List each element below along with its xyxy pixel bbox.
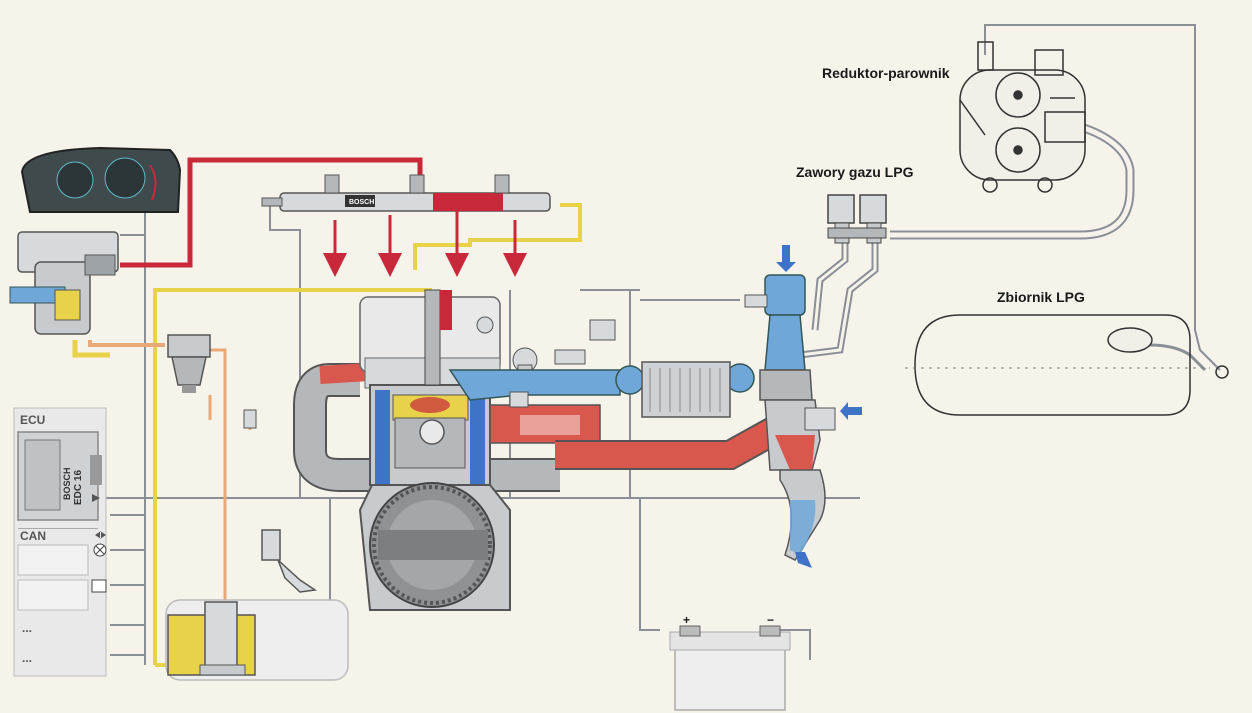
turbocharger xyxy=(744,245,862,568)
accelerator-pedal xyxy=(261,529,318,593)
egr-valve xyxy=(489,391,601,444)
lpg-tank-label: Zbiornik LPG xyxy=(997,289,1085,305)
rail-brand-label: BOSCH xyxy=(349,199,374,206)
arrow-down-icon xyxy=(795,552,812,568)
ecu-model: EDC 16 xyxy=(73,470,84,505)
fuel-tank xyxy=(165,599,349,681)
can-label: CAN xyxy=(20,529,46,543)
intake-manifold xyxy=(448,319,755,418)
gauge-cluster-icon xyxy=(20,146,182,213)
ecu-dots-2: ... xyxy=(22,651,32,665)
reducer-label: Reduktor-parownik xyxy=(822,65,950,81)
engine xyxy=(293,289,560,611)
arrow-down-icon xyxy=(776,245,796,272)
ecu-dots-1: ... xyxy=(22,621,32,635)
battery-plus: + xyxy=(683,613,690,627)
arrow-left-icon xyxy=(840,402,862,420)
lpg-valves xyxy=(827,194,887,244)
x-indicator-icon xyxy=(93,543,107,557)
exhaust-pipe xyxy=(555,416,783,470)
battery-minus: − xyxy=(767,613,774,627)
high-pressure-pump xyxy=(9,231,119,335)
fuel-temp-sensor xyxy=(243,409,257,429)
ecu-panel: ECU BOSCH EDC 16 CAN ... ... xyxy=(13,407,107,677)
fuel-filter xyxy=(167,334,211,393)
lpg-tank xyxy=(905,314,1229,416)
common-rail: BOSCH xyxy=(261,174,551,212)
ecu-label: ECU xyxy=(20,413,45,427)
reducer-vaporizer xyxy=(959,41,1086,193)
lpg-valves-label: Zawory gazu LPG xyxy=(796,164,914,180)
rail-outlet-arrows xyxy=(323,211,527,277)
ecu-brand: BOSCH xyxy=(62,467,72,500)
lpg-lines xyxy=(799,120,1207,372)
battery: + − xyxy=(669,613,791,711)
